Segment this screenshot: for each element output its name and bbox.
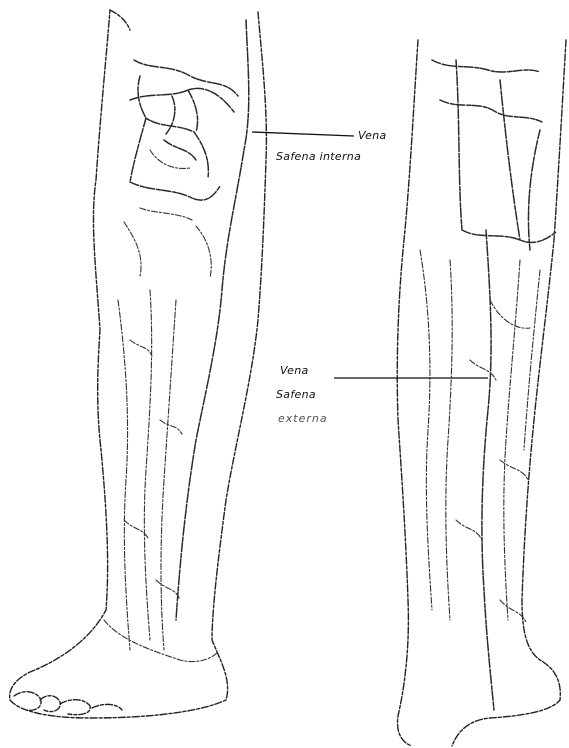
back-leg-outline-left bbox=[397, 40, 418, 746]
front-leg bbox=[10, 10, 267, 718]
front-shin-veins bbox=[104, 290, 218, 662]
label-externa-line2: Safena bbox=[276, 388, 316, 401]
back-leg bbox=[397, 40, 566, 746]
label-externa-line1: Vena bbox=[280, 364, 309, 377]
back-thigh-veins bbox=[432, 60, 556, 250]
label-interna-line2: Safena interna bbox=[276, 150, 361, 163]
front-leg-outline-right bbox=[10, 10, 267, 718]
label-interna-line1: Vena bbox=[358, 129, 387, 142]
front-leg-outline-left-top bbox=[110, 10, 130, 30]
leader-interna bbox=[252, 132, 354, 136]
great-saphenous-vein bbox=[176, 20, 249, 620]
front-knee-veins bbox=[130, 60, 238, 200]
front-knee-loops bbox=[124, 150, 211, 278]
small-saphenous-vein bbox=[482, 230, 494, 710]
label-externa-line3: externa bbox=[278, 412, 328, 425]
back-calf-veins bbox=[420, 250, 540, 622]
